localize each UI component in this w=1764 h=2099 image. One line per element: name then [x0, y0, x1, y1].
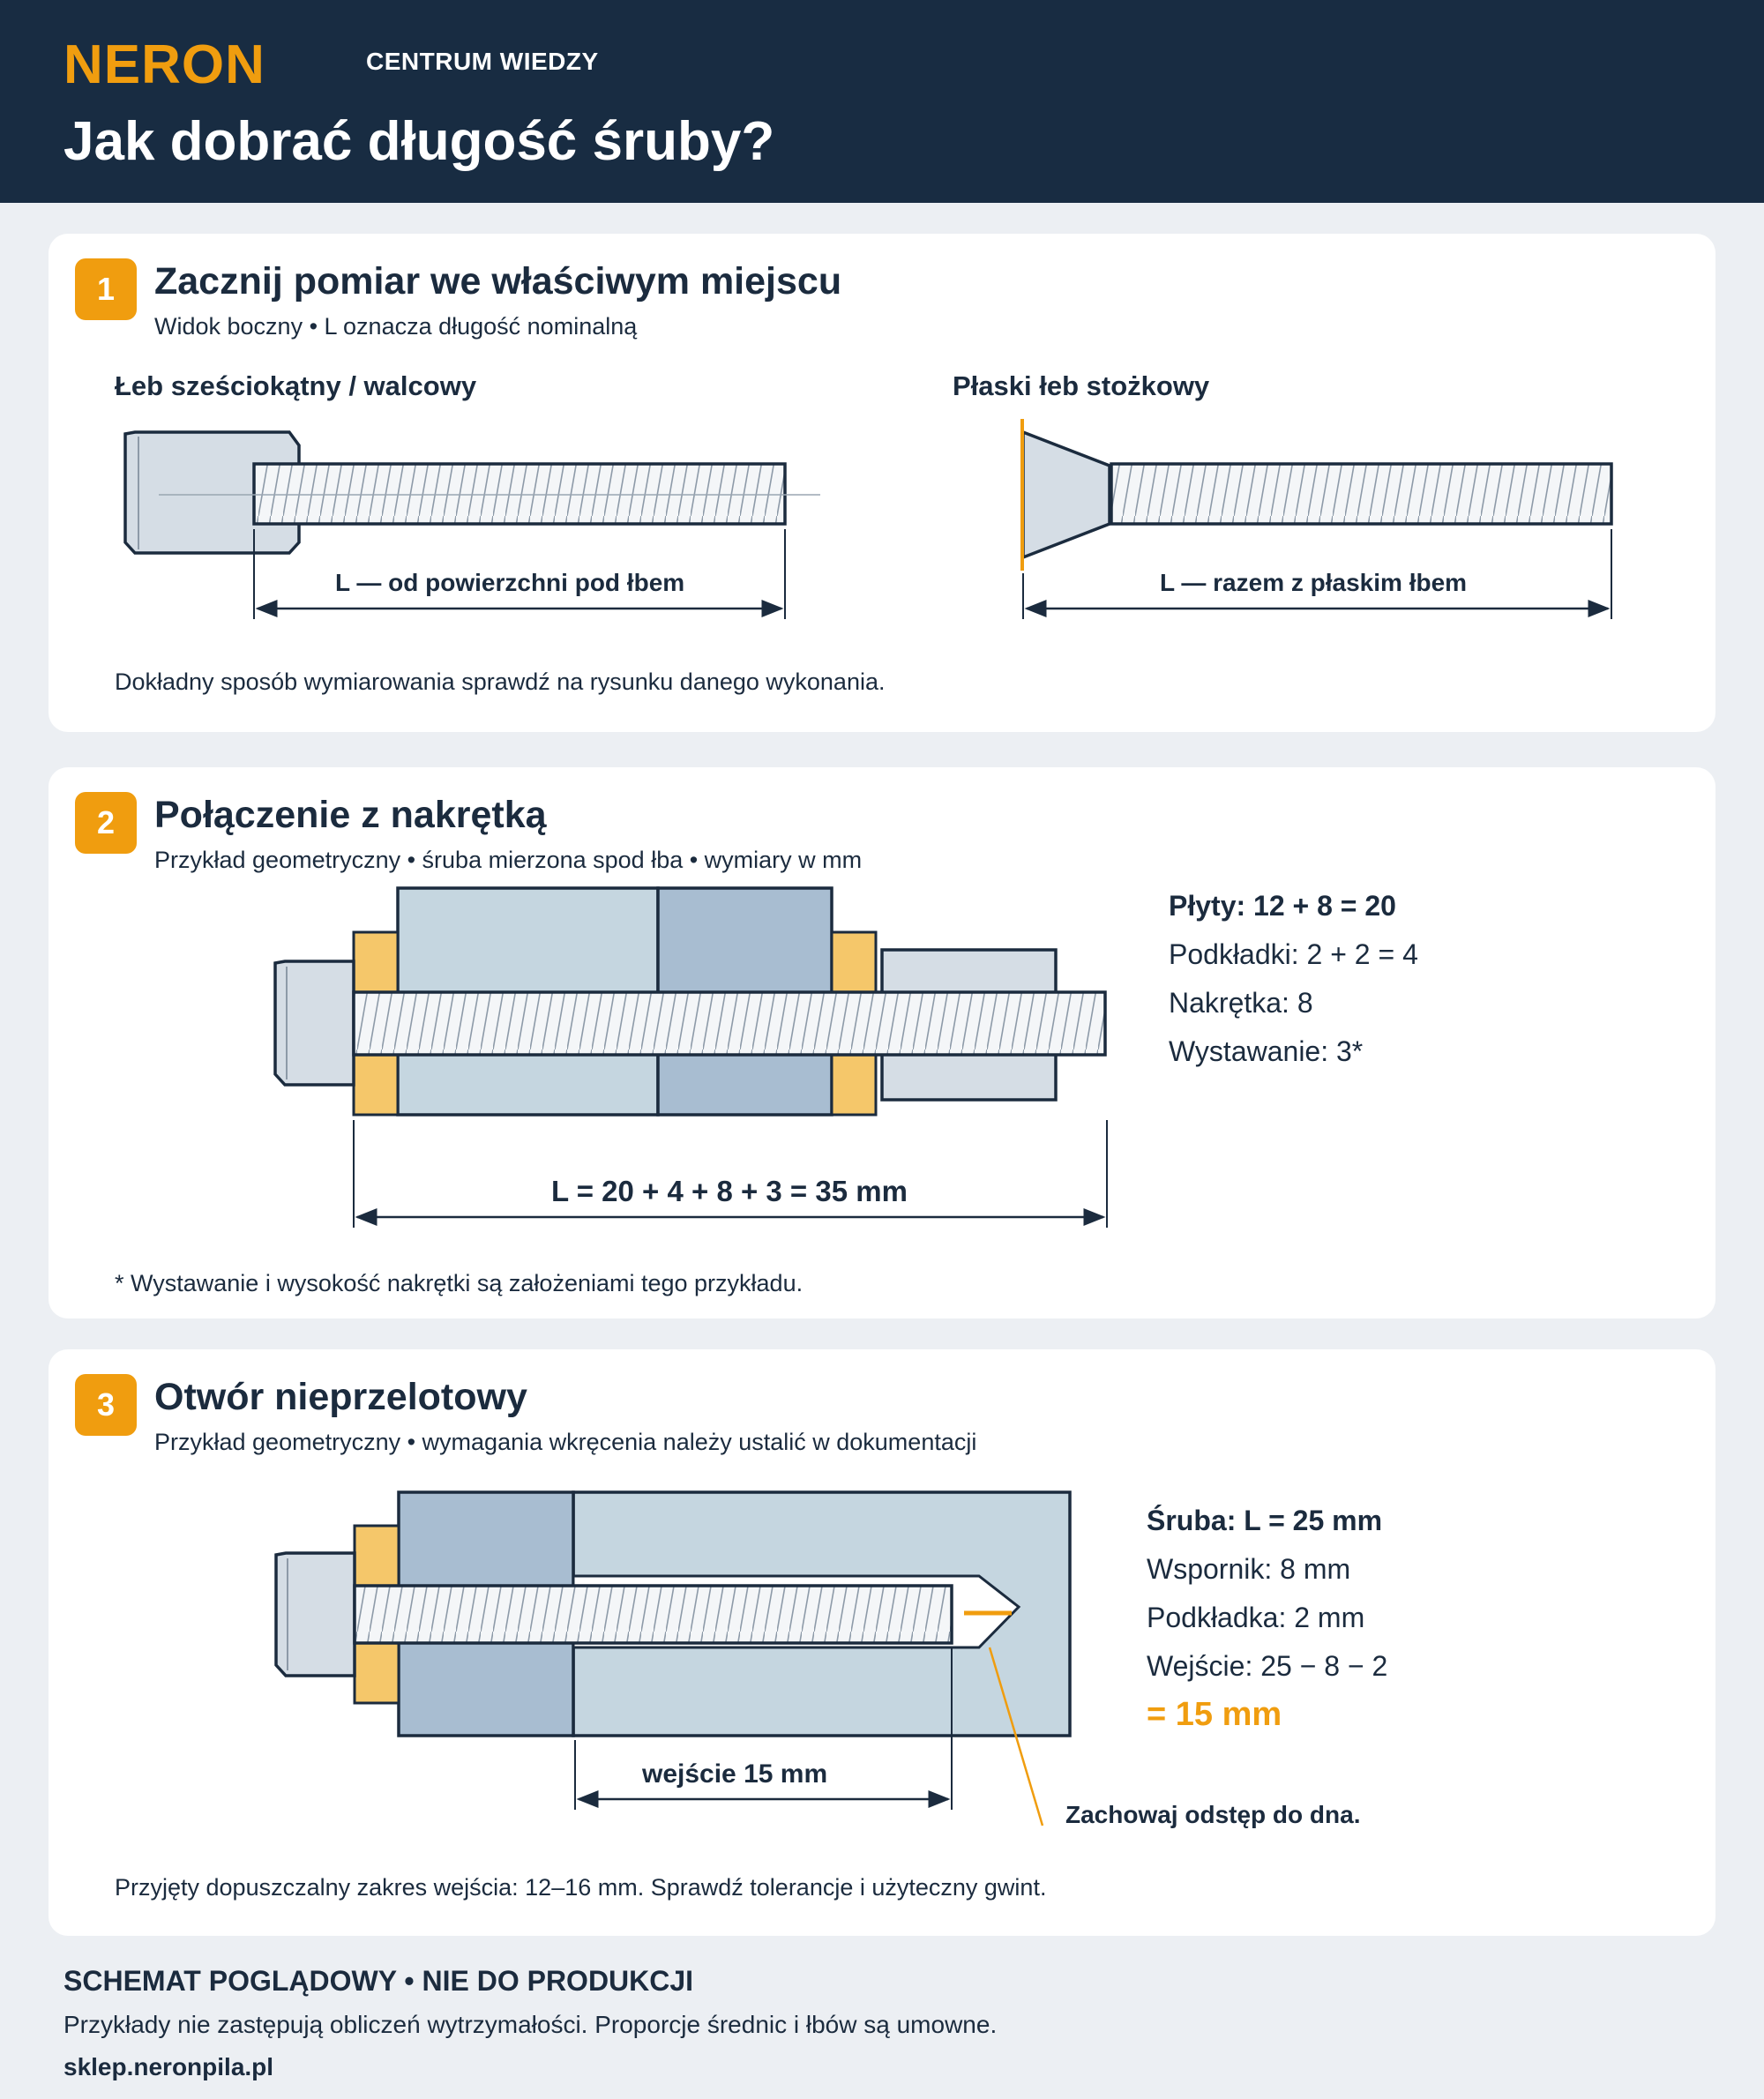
- calc-bracket: Wspornik: 8 mm: [1147, 1553, 1351, 1585]
- bolt-head: [274, 1551, 356, 1677]
- section-2-note: * Wystawanie i wysokość nakrętki są zało…: [115, 1270, 804, 1296]
- section-1-note: Dokładny sposób wymiarowania sprawdź na …: [115, 669, 886, 695]
- header-tagline: CENTRUM WIEDZY: [366, 48, 599, 75]
- footer-title: SCHEMAT POGLĄDOWY • NIE DO PRODUKCJI: [64, 1965, 694, 1997]
- calc-nut: Nakrętka: 8: [1169, 987, 1313, 1019]
- section-3-calc-list: Śruba: L = 25 mm Wspornik: 8 mm Podkładk…: [1147, 1497, 1387, 1739]
- washer-right-bottom: [830, 1053, 878, 1117]
- bolt-thread: [353, 1584, 953, 1645]
- page-header: NERON CENTRUM WIEDZY Jak dobrać długość …: [0, 0, 1764, 203]
- hex-bolt-dimension-label: L — od powierzchni pod łbem: [335, 569, 685, 596]
- hex-head-heading: Łeb sześciokątny / walcowy: [115, 370, 477, 401]
- calc-result: = 15 mm: [1147, 1696, 1282, 1733]
- washer-left-top: [352, 930, 400, 994]
- engagement-dimension-label: wejście 15 mm: [642, 1759, 828, 1789]
- section-2-subtitle: Przykład geometryczny • śruba mierzona s…: [154, 847, 863, 873]
- brand-logo: NERON: [64, 34, 265, 95]
- section-2-card: 2 Połączenie z nakrętką Przykład geometr…: [49, 767, 1715, 1318]
- washer-top: [353, 1524, 400, 1587]
- section-2-number-badge: 2: [75, 792, 137, 854]
- washer-left-bottom: [352, 1053, 400, 1117]
- section-3-title: Otwór nieprzelotowy: [154, 1376, 527, 1418]
- section-1-subtitle: Widok boczny • L oznacza długość nominal…: [154, 313, 638, 340]
- hex-bolt-thread: [252, 462, 787, 526]
- bolt-length-dimension-label: L = 20 + 4 + 8 + 3 = 35 mm: [551, 1175, 908, 1207]
- callout-leader-line: [988, 1647, 1044, 1826]
- section-3-number-badge: 3: [75, 1374, 137, 1436]
- hex-bolt-drawing: [123, 430, 820, 619]
- calc-plates: Płyty: 12 + 8 = 20: [1169, 890, 1396, 922]
- countersunk-dimension-label: L — razem z płaskim łbem: [1160, 569, 1468, 596]
- section-3-subtitle: Przykład geometryczny • wymagania wkręce…: [154, 1429, 977, 1455]
- section-3-note: Przyjęty dopuszczalny zakres wejścia: 12…: [115, 1874, 1047, 1901]
- section-1-title: Zacznij pomiar we właściwym miejscu: [154, 260, 842, 303]
- calc-protrusion: Wystawanie: 3*: [1169, 1035, 1364, 1067]
- calc-engagement: Wejście: 25 − 8 − 2: [1147, 1650, 1388, 1682]
- footer-disclaimer: Przykłady nie zastępują obliczeń wytrzym…: [64, 2011, 998, 2038]
- washer-right-top: [830, 930, 878, 994]
- countersunk-bolt-thread: [1110, 462, 1613, 526]
- calc-bolt-length: Śruba: L = 25 mm: [1147, 1505, 1383, 1536]
- section-1-diagram: [123, 419, 1613, 619]
- bolt-head: [273, 960, 355, 1087]
- section-3-card: 3 Otwór nieprzelotowy Przykład geometryc…: [49, 1349, 1715, 1936]
- section-3-diagram: [274, 1490, 1072, 1826]
- section-2-title: Połączenie z nakrętką: [154, 794, 547, 836]
- countersunk-head-heading: Płaski łeb stożkowy: [953, 370, 1210, 401]
- section-2-diagram: [273, 886, 1108, 1228]
- page-title: Jak dobrać długość śruby?: [64, 111, 775, 172]
- section-1-number-badge: 1: [75, 258, 137, 320]
- countersunk-bolt-head: [1021, 430, 1111, 560]
- washer-bottom: [353, 1641, 400, 1705]
- countersunk-bolt-drawing: [1020, 419, 1613, 619]
- calc-washers: Podkładki: 2 + 2 = 4: [1169, 938, 1418, 970]
- bolt-thread: [352, 990, 1107, 1057]
- calc-washer: Podkładka: 2 mm: [1147, 1602, 1365, 1633]
- bottom-clearance-callout: Zachowaj odstęp do dna.: [1065, 1801, 1361, 1828]
- section-1-card: 1 Zacznij pomiar we właściwym miejscu Wi…: [49, 234, 1715, 732]
- footer-shop-link[interactable]: sklep.neronpila.pl: [64, 2053, 274, 2080]
- section-2-calc-list: Płyty: 12 + 8 = 20 Podkładki: 2 + 2 = 4 …: [1169, 882, 1418, 1076]
